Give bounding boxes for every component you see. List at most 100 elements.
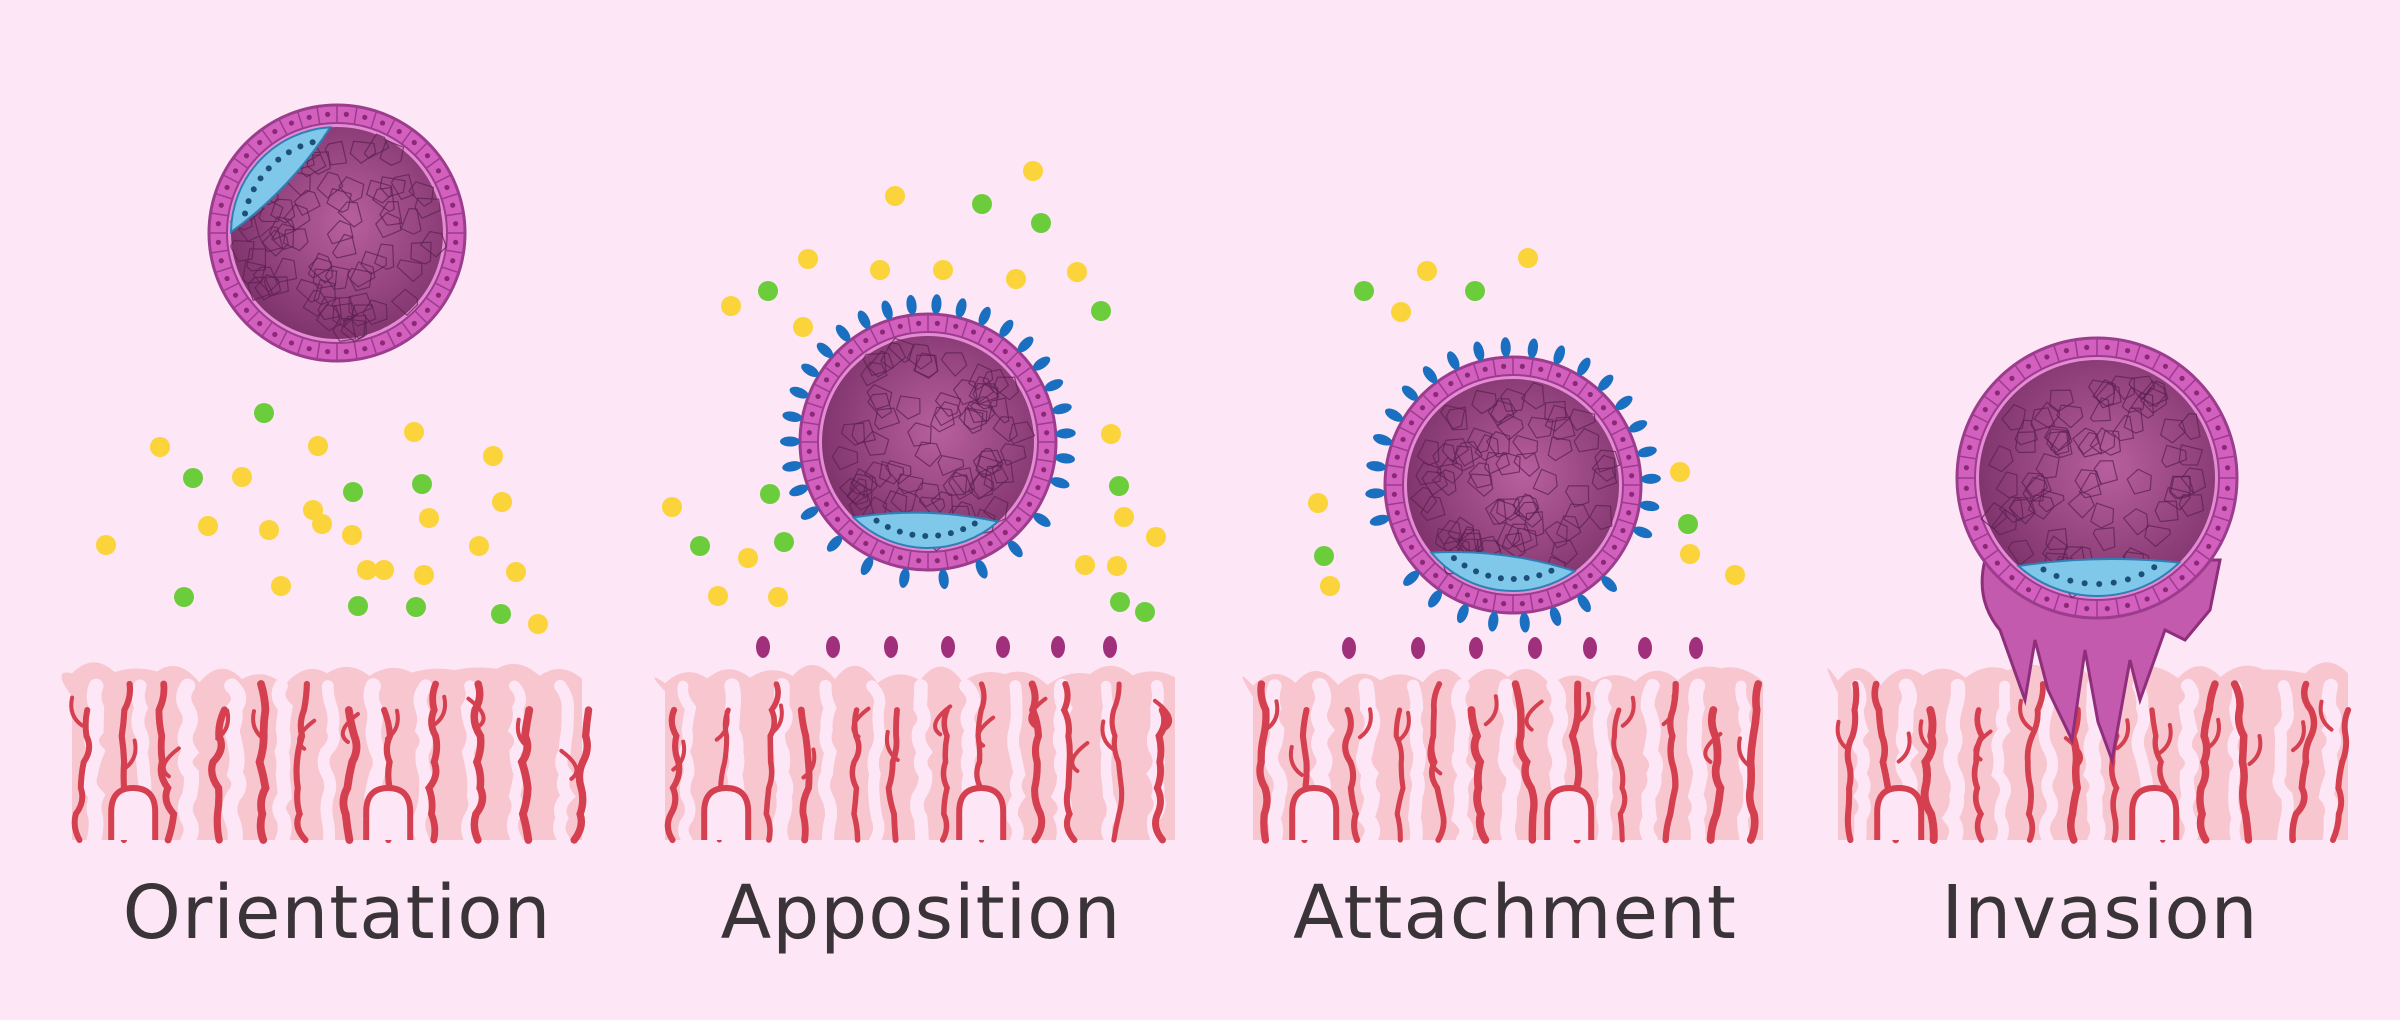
receptor-icon [999,319,1014,338]
blastocyst-apposition [798,312,1058,572]
receptor-icon [1385,408,1403,422]
receptor-icon [975,559,988,579]
stage-label-attachment: Attachment [1293,870,1737,956]
molecule-dot-icon [1101,424,1121,444]
molecule-dot-icon [198,516,218,536]
pinopode-icon [941,636,955,658]
molecule-dot-icon [885,186,905,206]
molecule-dot-icon [374,560,394,580]
signal-molecules [96,403,548,634]
molecule-dot-icon [1031,213,1051,233]
receptor-icon [789,386,809,399]
molecule-dot-icon [491,604,511,624]
molecule-dot-icon [183,468,203,488]
receptor-icon [1401,385,1419,401]
molecule-dot-icon [483,446,503,466]
receptor-icon [1549,606,1562,626]
pinopodes [1342,637,1703,659]
molecule-dot-icon [343,482,363,502]
receptor-icon [938,569,949,590]
molecule-dot-icon [870,260,890,280]
receptor-icon [1577,357,1591,376]
molecule-dot-icon [1091,301,1111,321]
molecule-dot-icon [1518,248,1538,268]
pinopodes [756,636,1117,658]
signal-molecules [662,161,1166,622]
molecule-dot-icon [768,587,788,607]
receptor-icon [1615,395,1633,411]
receptor-icon [860,556,874,576]
molecule-dot-icon [1354,281,1374,301]
pinopode-icon [826,636,840,658]
molecule-dot-icon [96,535,116,555]
molecule-dot-icon [414,565,434,585]
molecule-dot-icon [419,508,439,528]
molecule-dot-icon [492,492,512,512]
molecule-dot-icon [150,437,170,457]
signal-molecules [1308,248,1745,596]
receptor-icon [1456,604,1469,624]
molecule-dot-icon [774,532,794,552]
receptor-icon [899,568,910,588]
molecule-dot-icon [312,514,332,534]
molecule-dot-icon [933,260,953,280]
receptor-icon [978,306,991,326]
molecule-dot-icon [798,249,818,269]
receptor-icon [1428,590,1443,608]
receptor-icon [1033,512,1051,527]
molecule-dot-icon [348,596,368,616]
molecule-dot-icon [1314,546,1334,566]
molecule-dot-icon [972,194,992,214]
receptor-icon [881,300,893,320]
pinopode-icon [1411,637,1425,659]
molecule-dot-icon [1023,161,1043,181]
receptor-icon [782,411,803,422]
pinopode-icon [756,636,770,658]
molecule-dot-icon [721,296,741,316]
endometrium-tissue [61,662,593,848]
receptor-group [1403,570,1617,633]
receptor-icon [780,436,801,447]
stage-label-invasion: Invasion [1941,870,2259,956]
receptor-icon [1473,341,1485,362]
molecule-dot-icon [760,484,780,504]
molecule-dot-icon [308,436,328,456]
receptor-icon [789,484,809,497]
receptor-icon [1500,337,1511,358]
receptor-icon [1640,473,1661,484]
blastocyst-orientation [207,103,467,363]
pinopode-icon [1528,637,1542,659]
molecule-dot-icon [1308,493,1328,513]
pinopode-icon [1469,637,1483,659]
molecule-dot-icon [1146,527,1166,547]
molecule-dot-icon [1417,261,1437,281]
molecule-dot-icon [1465,281,1485,301]
molecule-dot-icon [469,536,489,556]
molecule-dot-icon [1110,592,1130,612]
receptor-icon [835,324,851,342]
receptor-icon [1369,514,1390,526]
molecule-dot-icon [758,281,778,301]
receptor-icon [1628,420,1648,433]
molecule-dot-icon [1678,514,1698,534]
molecule-dot-icon [1107,556,1127,576]
receptor-icon [1519,612,1530,633]
molecule-dot-icon [1725,565,1745,585]
receptor-icon [1403,570,1420,586]
receptor-icon [1373,434,1393,446]
molecule-dot-icon [662,497,682,517]
molecule-dot-icon [1067,262,1087,282]
receptor-icon [1527,338,1539,359]
receptor-icon [1422,366,1438,384]
blastocyst-attachment [1383,355,1643,615]
endometrium-tissue [1827,662,2352,848]
pinopode-icon [1583,637,1597,659]
receptor-icon [955,298,967,318]
molecule-dot-icon [259,520,279,540]
receptor-icon [1055,428,1076,439]
receptor-icon [1637,446,1657,458]
molecule-dot-icon [174,587,194,607]
molecule-dot-icon [254,403,274,423]
pinopode-icon [1051,636,1065,658]
